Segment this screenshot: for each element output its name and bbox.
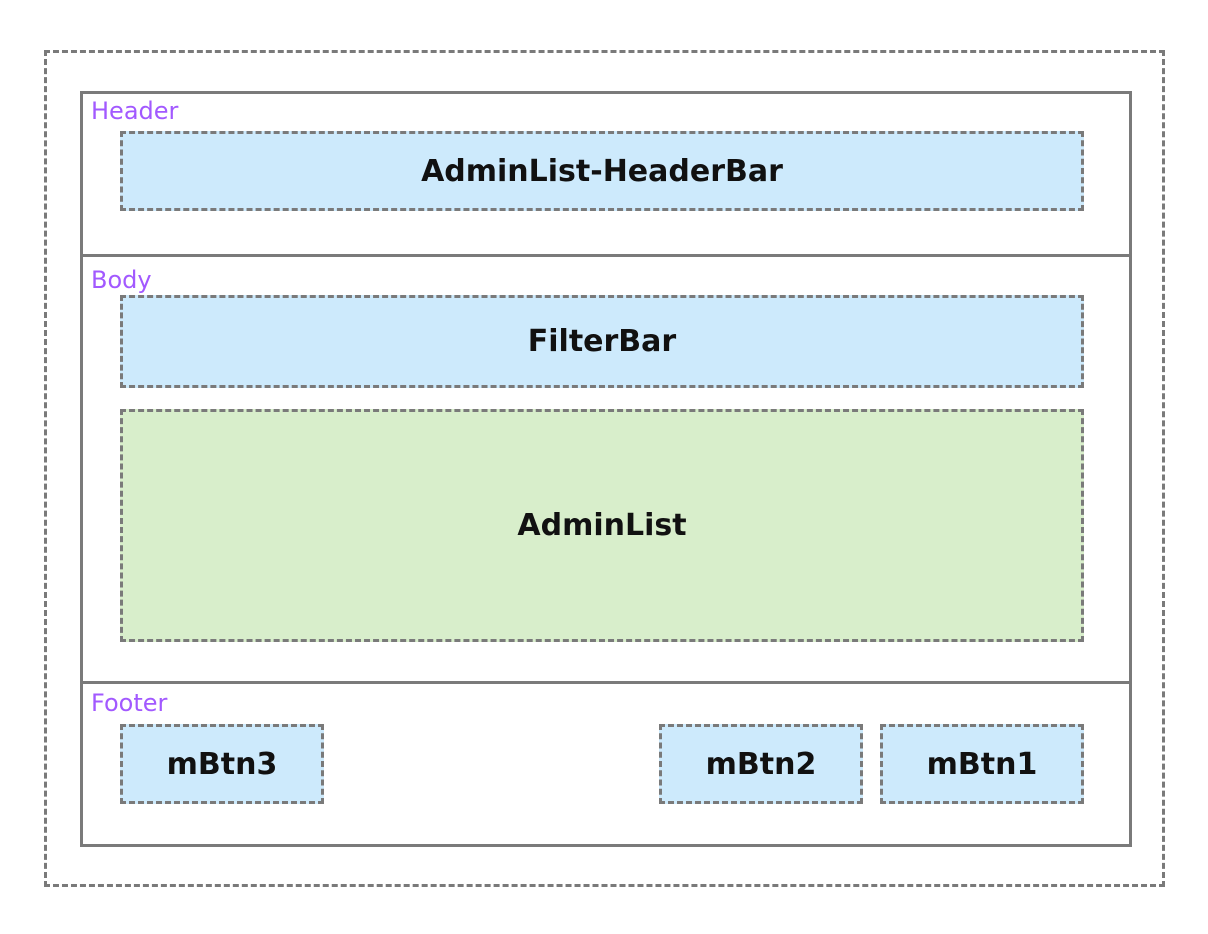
admin-list-header-bar-label: AdminList-HeaderBar xyxy=(421,153,783,189)
mbtn1-box: mBtn1 xyxy=(880,724,1084,804)
mbtn1-label: mBtn1 xyxy=(926,746,1038,782)
admin-list: AdminList xyxy=(120,409,1084,642)
admin-list-header-bar: AdminList-HeaderBar xyxy=(120,131,1084,211)
outer-container xyxy=(44,50,1165,887)
admin-list-label: AdminList xyxy=(517,508,687,543)
mbtn3-box: mBtn3 xyxy=(120,724,324,804)
body-footer-divider xyxy=(80,681,1132,684)
header-section-label: Header xyxy=(91,97,179,125)
body-section-label: Body xyxy=(91,266,152,294)
header-body-divider xyxy=(80,254,1132,257)
mbtn3-label: mBtn3 xyxy=(166,746,278,782)
filter-bar: FilterBar xyxy=(120,295,1084,388)
layout-frame xyxy=(80,91,1132,847)
mbtn2-label: mBtn2 xyxy=(705,746,817,782)
filter-bar-label: FilterBar xyxy=(527,324,677,359)
mbtn2-box: mBtn2 xyxy=(659,724,863,804)
footer-section-label: Footer xyxy=(91,689,168,717)
